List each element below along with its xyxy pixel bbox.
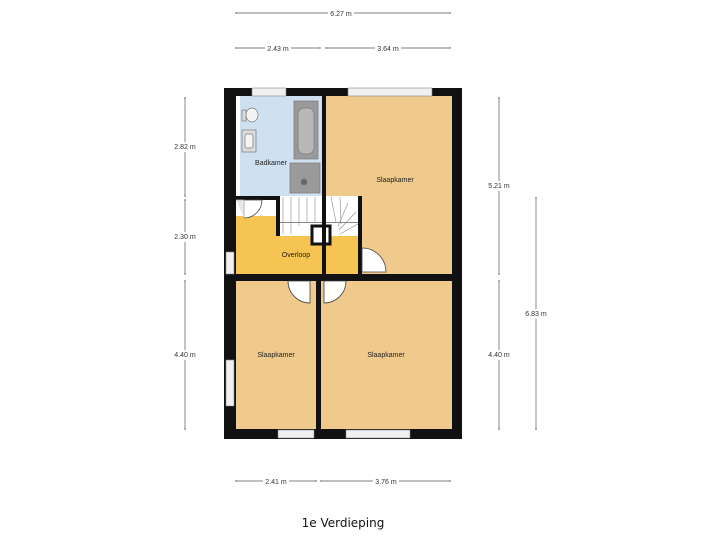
room-label-badkamer: Badkamer <box>255 160 288 167</box>
dim-left-bottom: 4.40 m <box>174 352 196 359</box>
bedroom-bottom-right-floor <box>321 281 452 429</box>
doors <box>236 199 387 304</box>
dimension-label-backgrounds <box>170 8 551 486</box>
dim-right-total: 6.83 m <box>525 311 547 318</box>
room-label-overloop: Overloop <box>282 252 311 259</box>
room-label-slaapkamer-bottom-left: Slaapkamer <box>257 352 295 359</box>
windows <box>225 87 433 439</box>
dim-right-top: 5.21 m <box>488 183 510 190</box>
bathroom-fixtures <box>241 100 321 194</box>
dim-left-mid: 2.30 m <box>174 234 196 241</box>
dim-right-bottom: 4.40 m <box>488 352 510 359</box>
dim-top-total: 6.27 m <box>330 11 352 18</box>
dim-bottom-right: 3.76 m <box>375 479 397 486</box>
room-label-slaapkamer-top-right: Slaapkamer <box>376 177 414 184</box>
dim-top-left: 2.43 m <box>267 46 289 53</box>
stair-opening <box>310 224 332 246</box>
room-label-slaapkamer-bottom-right: Slaapkamer <box>367 352 405 359</box>
dim-left-top: 2.82 m <box>174 144 196 151</box>
bedroom-bottom-left-floor <box>236 281 316 429</box>
dim-top-right: 3.64 m <box>377 46 399 53</box>
dim-bottom-left: 2.41 m <box>265 479 287 486</box>
floor-title: 1e Verdieping <box>302 516 385 530</box>
